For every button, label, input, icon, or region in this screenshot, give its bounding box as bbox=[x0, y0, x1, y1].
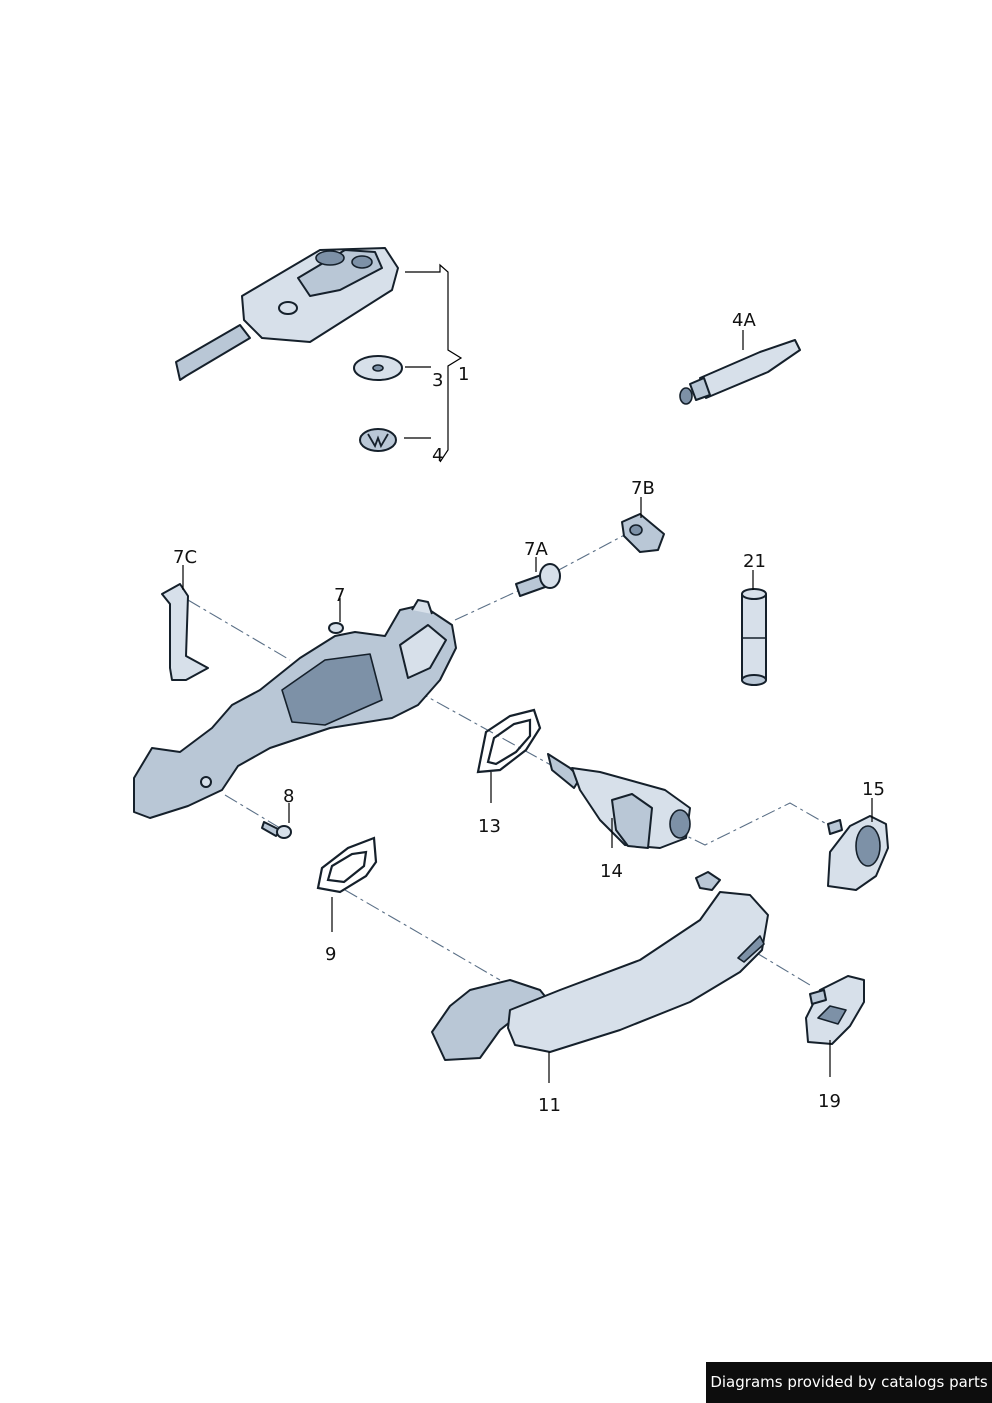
bracket-part-7c[interactable] bbox=[161, 583, 209, 681]
leader-lines bbox=[182, 263, 873, 1083]
end-cap-part-15[interactable] bbox=[827, 815, 889, 891]
screw-part-8[interactable] bbox=[261, 821, 292, 839]
key-part-1[interactable] bbox=[175, 247, 399, 381]
label-4: 4 bbox=[432, 445, 443, 466]
emblem-part-4[interactable] bbox=[359, 428, 397, 452]
label-7b: 7B bbox=[631, 478, 655, 499]
label-1: 1 bbox=[458, 364, 469, 385]
handle-carrier-part-7[interactable] bbox=[133, 599, 457, 819]
label-3: 3 bbox=[432, 370, 443, 391]
washer-part-3[interactable] bbox=[353, 355, 403, 381]
footer-credit: Diagrams provided by catalogs parts bbox=[706, 1362, 992, 1403]
gasket-part-13[interactable] bbox=[476, 708, 542, 774]
door-handle-part-11[interactable] bbox=[431, 871, 769, 1061]
label-8: 8 bbox=[283, 786, 294, 807]
label-7a: 7A bbox=[524, 539, 548, 560]
cap-part-7b[interactable] bbox=[621, 513, 665, 553]
pin-part-21[interactable] bbox=[741, 588, 767, 686]
label-15: 15 bbox=[862, 779, 885, 800]
end-cap-part-19[interactable] bbox=[805, 975, 865, 1045]
label-4a: 4A bbox=[732, 310, 756, 331]
lock-cylinder-part-14[interactable] bbox=[547, 753, 691, 849]
label-7c: 7C bbox=[173, 547, 197, 568]
label-7: 7 bbox=[334, 585, 345, 606]
part-labels: 1 3 4 4A 7 7A 7B 7C 8 9 11 13 14 15 19 2… bbox=[173, 310, 885, 1116]
bolt-part-7a[interactable] bbox=[515, 563, 561, 597]
label-9: 9 bbox=[325, 944, 336, 965]
label-21: 21 bbox=[743, 551, 766, 572]
label-11: 11 bbox=[538, 1095, 561, 1116]
label-13: 13 bbox=[478, 816, 501, 837]
tube-part-4a[interactable] bbox=[679, 339, 801, 405]
label-19: 19 bbox=[818, 1091, 841, 1112]
gasket-part-9[interactable] bbox=[316, 836, 378, 894]
label-14: 14 bbox=[600, 861, 623, 882]
